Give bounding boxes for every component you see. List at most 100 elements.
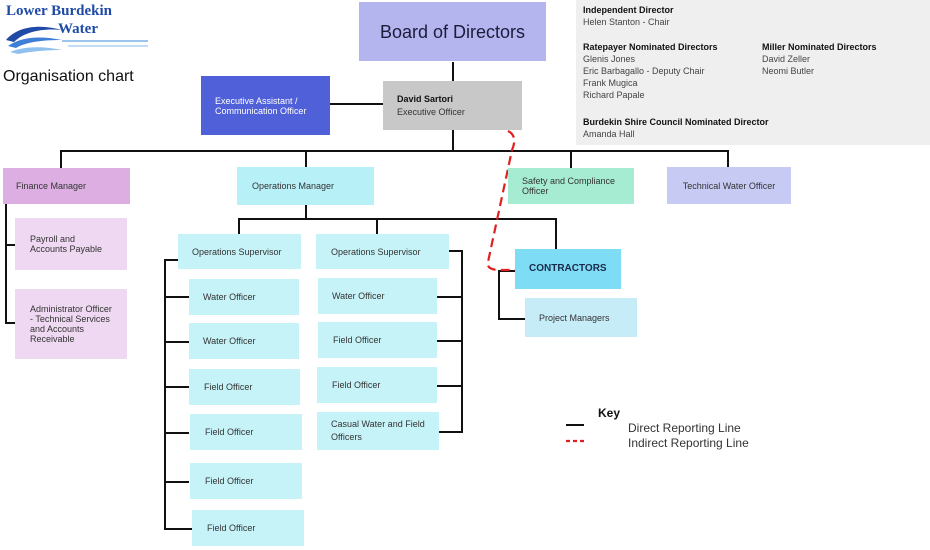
exec-assistant-label: Executive Assistant / Communication Offi…	[215, 95, 307, 116]
left-team-member-label: Field Officer	[204, 382, 253, 392]
exec-assistant-box: Executive Assistant / Communication Offi…	[201, 76, 330, 135]
council-heading: Burdekin Shire Council Nominated Directo…	[583, 117, 769, 127]
contractors-to-pm-line	[498, 318, 525, 320]
board-of-directors-box: Board of Directors	[359, 2, 546, 61]
ratepayer-name: Eric Barbagallo - Deputy Chair	[583, 66, 705, 76]
right-team-tick	[437, 296, 463, 298]
finance-to-payroll-line	[5, 244, 17, 246]
indirect-reporting-line	[486, 130, 516, 272]
payroll-box: Payroll and Accounts Payable	[15, 218, 127, 270]
right-team-member-box: Water Officer	[318, 278, 437, 314]
right-team-member-label: Water Officer	[332, 291, 385, 301]
right-team-member-box: Casual Water and Field Officers	[317, 412, 439, 450]
ratepayer-group: Ratepayer Nominated Directors Glenis Jon…	[583, 41, 718, 101]
logo-underline	[68, 45, 148, 47]
right-team-member-label: Field Officer	[332, 380, 381, 390]
ops-manager-drop-line	[305, 205, 307, 219]
logo: Lower Burdekin Water	[4, 2, 154, 64]
ops-drop-right-supervisor	[376, 218, 378, 234]
ceo-name: David Sartori	[397, 94, 454, 104]
branch-drop-finance	[60, 150, 62, 168]
branch-drop-operations	[305, 150, 307, 168]
branch-drop-safety	[570, 150, 572, 168]
miller-name: Neomi Butler	[762, 66, 815, 76]
technical-officer-label: Technical Water Officer	[682, 180, 776, 191]
left-team-tick	[164, 296, 189, 298]
left-team-member-label: Field Officer	[207, 523, 256, 533]
logo-text-line2: Water	[58, 21, 98, 37]
left-team-member-label: Field Officer	[205, 476, 254, 486]
supervisor-right-box: Operations Supervisor	[316, 234, 449, 269]
finance-manager-label: Finance Manager	[16, 181, 87, 191]
left-team-member-label: Water Officer	[203, 336, 256, 346]
left-team-spine	[164, 259, 166, 529]
left-team-tick	[164, 528, 192, 530]
left-team-member-box: Field Officer	[190, 414, 302, 450]
finance-manager-box: Finance Manager	[3, 168, 130, 204]
contractors-box: CONTRACTORS	[515, 249, 621, 289]
supervisor-left-label: Operations Supervisor	[192, 246, 282, 257]
miller-heading: Miller Nominated Directors	[762, 42, 877, 52]
left-team-stub	[164, 259, 178, 261]
operations-manager-box: Operations Manager	[237, 167, 374, 205]
project-managers-box: Project Managers	[525, 298, 637, 337]
directors-panel: Independent Director Helen Stanton - Cha…	[576, 0, 930, 145]
right-team-tick	[437, 385, 463, 387]
left-team-member-label: Water Officer	[203, 292, 256, 302]
logo-text-line1: Lower Burdekin	[6, 3, 112, 19]
admin-officer-label: Administrator Officer - Technical Servic…	[30, 304, 112, 344]
council-group: Burdekin Shire Council Nominated Directo…	[583, 116, 769, 140]
safety-officer-box: Safety and Compliance Officer	[508, 168, 634, 204]
board-label: Board of Directors	[379, 21, 526, 42]
main-branch-line	[60, 150, 729, 152]
contractors-label: CONTRACTORS	[529, 263, 607, 274]
miller-name: David Zeller	[762, 54, 811, 64]
council-name: Amanda Hall	[583, 129, 635, 139]
right-team-member-label: Field Officer	[333, 335, 382, 345]
right-team-tick	[439, 431, 463, 433]
board-to-ceo-line	[452, 62, 454, 82]
miller-group: Miller Nominated Directors David Zeller …	[762, 41, 877, 77]
branch-drop-technical	[727, 150, 729, 168]
independent-name: Helen Stanton - Chair	[583, 17, 670, 27]
payroll-label: Payroll and Accounts Payable	[30, 234, 103, 254]
supervisor-left-box: Operations Supervisor	[178, 234, 301, 269]
right-team-member-box: Field Officer	[318, 322, 437, 358]
finance-to-admin-line	[5, 322, 17, 324]
key-title: Key	[598, 406, 621, 420]
ops-drop-left-supervisor	[238, 218, 240, 234]
contractors-spine	[498, 270, 500, 320]
left-team-member-label: Field Officer	[205, 427, 254, 437]
key-indirect-label: Indirect Reporting Line	[628, 436, 749, 450]
supervisor-right-label: Operations Supervisor	[331, 246, 421, 257]
left-team-tick	[164, 432, 189, 434]
ops-split-line	[238, 218, 556, 220]
key-direct-label: Direct Reporting Line	[628, 421, 741, 435]
ratepayer-name: Frank Mugica	[583, 78, 638, 88]
operations-manager-label: Operations Manager	[252, 181, 335, 191]
right-team-member-box: Field Officer	[317, 367, 437, 403]
ratepayer-name: Richard Papale	[583, 90, 645, 100]
project-managers-label: Project Managers	[539, 312, 610, 323]
left-team-member-box: Field Officer	[189, 369, 300, 405]
left-team-member-box: Water Officer	[189, 323, 299, 359]
left-team-tick	[164, 481, 189, 483]
page-title: Organisation chart	[3, 68, 134, 85]
admin-officer-box: Administrator Officer - Technical Servic…	[15, 289, 127, 359]
left-team-member-box: Water Officer	[189, 279, 299, 315]
safety-officer-label: Safety and Compliance Officer	[522, 176, 616, 196]
ceo-box: David Sartori Executive Officer	[383, 81, 522, 130]
assistant-to-ceo-line	[330, 103, 384, 105]
independent-heading: Independent Director	[583, 5, 674, 15]
independent-group: Independent Director Helen Stanton - Cha…	[583, 4, 674, 28]
left-team-tick	[164, 341, 189, 343]
ops-drop-contractors	[555, 218, 557, 250]
finance-vertical-line	[5, 204, 7, 324]
ratepayer-name: Glenis Jones	[583, 54, 636, 64]
left-team-tick	[164, 386, 189, 388]
logo-underline	[62, 40, 148, 42]
right-team-tick	[437, 340, 463, 342]
ratepayer-heading: Ratepayer Nominated Directors	[583, 42, 718, 52]
ceo-to-branch-line	[452, 130, 454, 151]
